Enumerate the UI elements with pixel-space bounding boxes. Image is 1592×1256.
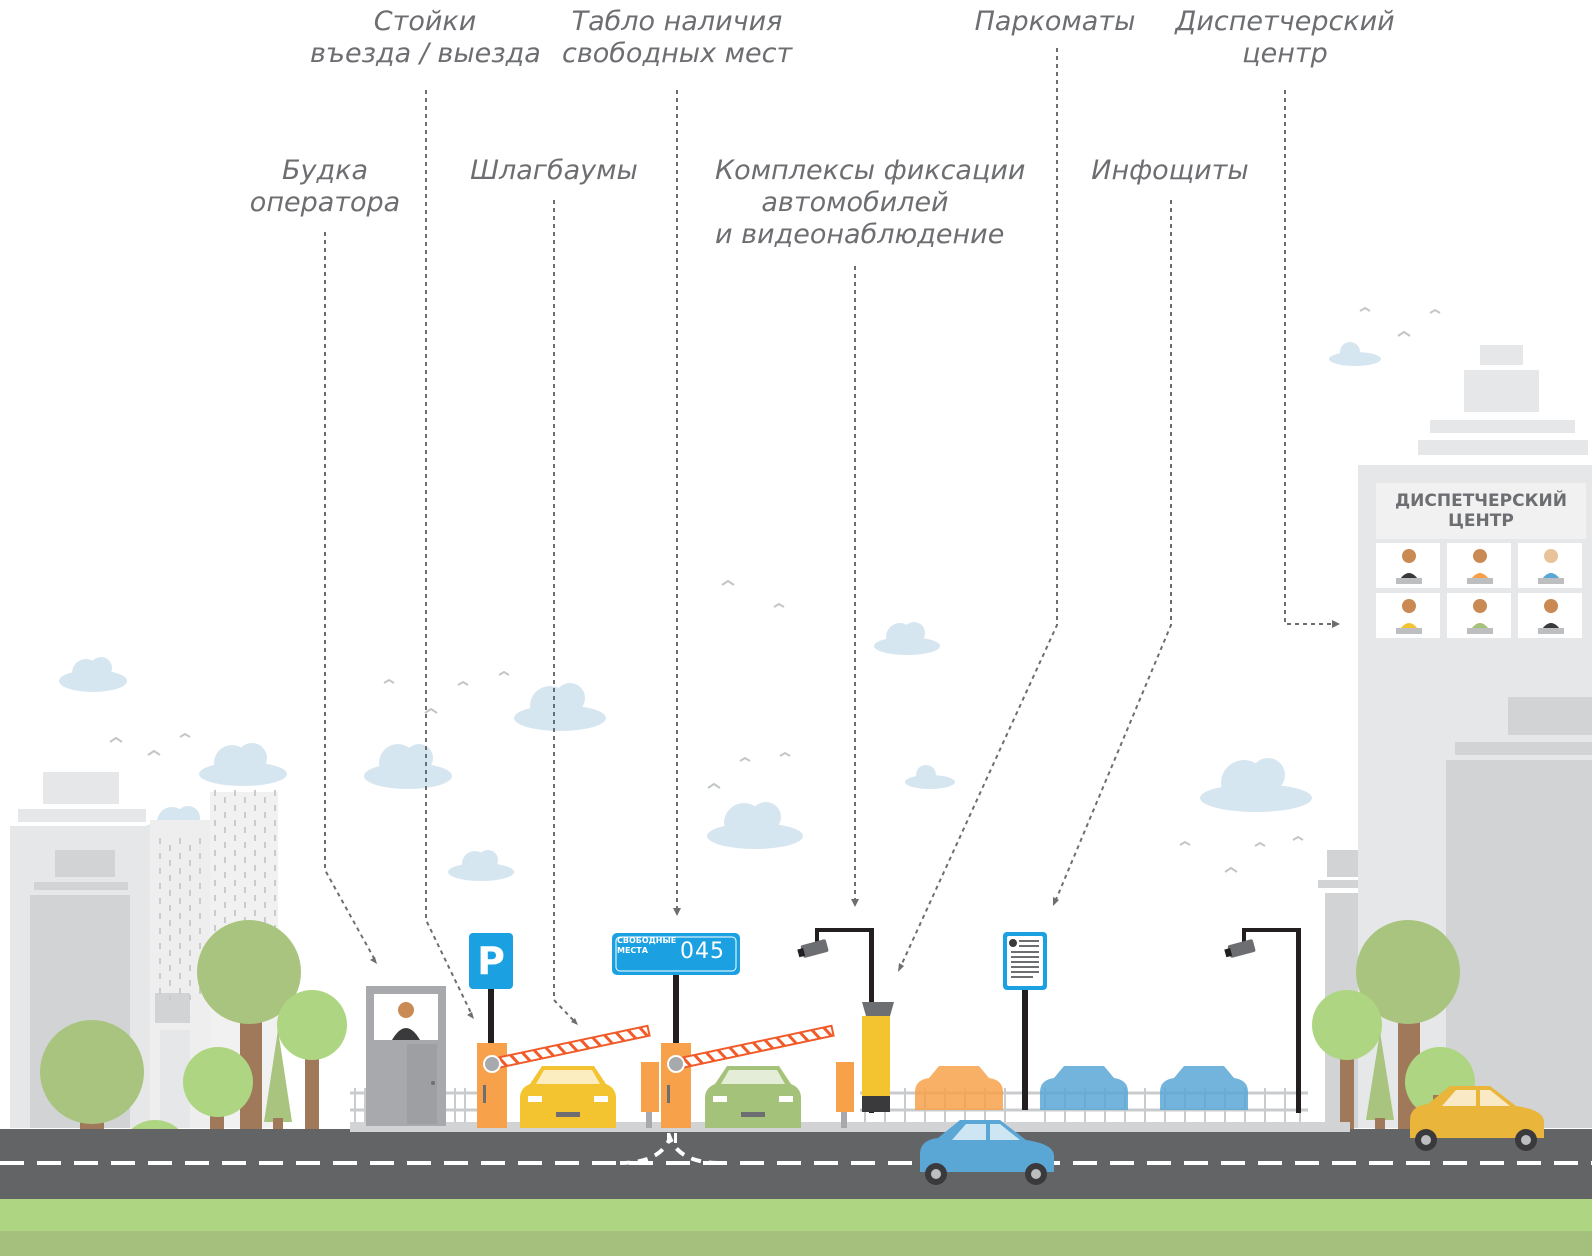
label-free-spaces-board: Табло наличия свободных мест <box>562 6 793 69</box>
cloud <box>59 657 127 692</box>
leader-info-boards <box>1054 200 1172 903</box>
cloud <box>199 743 287 786</box>
cloud <box>364 744 452 789</box>
cloud <box>514 683 606 731</box>
car-yellow-front <box>520 1066 616 1128</box>
leader-operator-booth <box>324 232 376 961</box>
free-board-count: 045 <box>680 939 725 964</box>
cloud <box>448 850 514 881</box>
label-info-boards: Инфощиты <box>1091 155 1249 186</box>
barrier-2 <box>661 1024 835 1128</box>
parking-sign <box>469 933 513 1045</box>
leader-lines <box>324 48 1335 1023</box>
car-blue-side <box>920 1120 1054 1185</box>
cloud <box>707 802 803 849</box>
operator-booth <box>366 986 446 1126</box>
label-dispatch-center: Диспетчерский центр <box>1175 6 1395 69</box>
birds <box>109 306 1441 873</box>
label-operator-booth: Будка оператора <box>249 155 401 218</box>
free-spaces-board <box>612 933 740 1045</box>
dispatcher-figures <box>1396 549 1564 634</box>
camera-pole-2 <box>1224 928 1301 1113</box>
cloud <box>905 765 955 789</box>
leader-arrowheads <box>370 620 1340 1025</box>
car-yellow-side <box>1410 1086 1544 1151</box>
barrier-1 <box>477 1024 651 1128</box>
leader-dispatch-center <box>1284 90 1335 625</box>
info-board <box>1003 932 1047 1110</box>
cloud <box>1329 342 1381 366</box>
parking-sign-letter: P <box>477 939 505 983</box>
cloud <box>1200 758 1312 812</box>
exit-stands <box>641 1062 854 1128</box>
label-parking-meters: Паркоматы <box>974 6 1136 37</box>
parking-meter <box>862 1002 894 1112</box>
free-board-caption: СВОБОДНЫЕ МЕСТА <box>617 936 677 955</box>
leader-barriers <box>553 200 576 1023</box>
ground <box>0 1122 1592 1256</box>
parked-cars <box>915 1066 1248 1110</box>
label-vehicle-recording: Комплексы фиксации автомобилей и видеона… <box>715 155 1026 250</box>
label-entry-stands: Стойки въезда / выезда <box>310 6 541 69</box>
car-green-front <box>705 1066 801 1128</box>
label-barriers: Шлагбаумы <box>470 155 638 186</box>
leader-parking-meters <box>899 48 1058 969</box>
dispatch-center-sign: ДИСПЕТЧЕРСКИЙ ЦЕНТР <box>1376 483 1586 539</box>
cloud <box>874 622 940 655</box>
operator-windows <box>1376 543 1582 638</box>
